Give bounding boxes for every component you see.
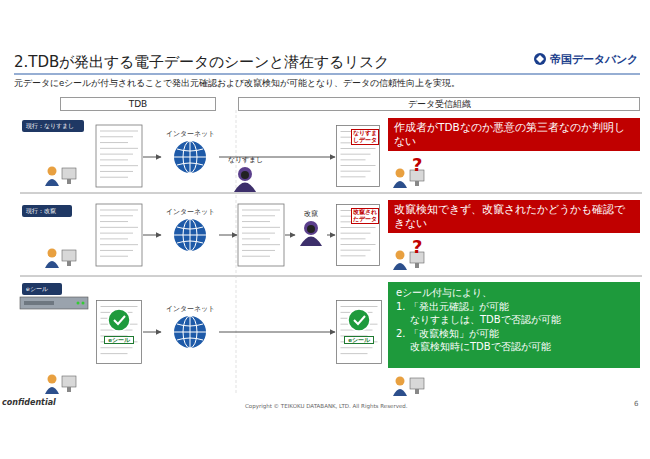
sealed-document: eシール [336, 300, 382, 364]
flow-arrow [285, 235, 295, 236]
node-text: 現行：なりすまし [26, 122, 80, 129]
node-text: 作成者がTDBなのか悪意の第三者なのか判明しない [394, 121, 634, 148]
node-text: インターネット [162, 130, 218, 139]
node-text: インターネット [162, 305, 218, 314]
node-text: eシール [26, 285, 58, 292]
globe-icon [162, 314, 218, 350]
node-text: 改竄検知時にTDBで否認が可能 [396, 340, 632, 354]
node-text: eシール付与により、 [396, 286, 632, 300]
subtitle: 元データにeシールが付与されることで発出元確認および改竄検知が可能となり、データ… [14, 78, 460, 90]
document-icon [97, 301, 142, 364]
attacker-figure: 改竄 [296, 210, 326, 250]
node-text: TDB [61, 98, 215, 110]
internet-globe: インターネット [162, 208, 218, 254]
scene-tag: eシール [22, 283, 62, 295]
node-text: 1. 「発出元確認」が可能 [396, 300, 632, 314]
stamp-text: eシール [344, 336, 374, 344]
document-icon [96, 125, 142, 187]
column-header: データ受信組織 [238, 97, 640, 111]
flow-arrow [143, 235, 161, 236]
flow-arrow [143, 157, 161, 158]
node-text: 現行：改竄 [26, 207, 68, 214]
copyright: Copyright © TEIKOKU DATABANK, LTD. All R… [245, 403, 408, 409]
server-icon [20, 297, 88, 309]
node-text: 改竄 [296, 210, 326, 219]
globe-icon [162, 217, 218, 253]
question-mark: ? [412, 236, 422, 257]
flow-connector [143, 332, 161, 333]
node-text: 2. 「改竄検知」が可能 [396, 327, 632, 341]
scene-tag: 現行：なりすまし [22, 120, 84, 132]
document-icon [337, 205, 380, 266]
tampered-document: 改竄されたデータ [336, 204, 380, 266]
node-text: データ受信組織 [239, 98, 639, 110]
row-separator [20, 276, 642, 277]
attacker-icon [296, 219, 326, 246]
column-header: TDB [60, 97, 216, 111]
person-icon [393, 377, 424, 397]
logo-text: 帝国データバンク [550, 52, 638, 67]
stamp-text: 改竄されたデータ [351, 208, 379, 224]
risk-callout: 改竄検知できず、改竄されたかどうかも確認できない [388, 200, 640, 233]
row-separator [20, 193, 642, 194]
confidential-mark: confidential [2, 398, 56, 407]
flow-connector [327, 235, 335, 236]
globe-icon [162, 139, 218, 175]
attacker-icon [230, 165, 260, 192]
flow-connector [219, 332, 335, 333]
stamp-text: なりすましデータ [351, 129, 379, 145]
person-icon [45, 249, 76, 269]
scene-tag: 現行：改竄 [22, 205, 72, 217]
node-text: 改竄検知できず、改竄されたかどうかも確認できない [394, 203, 634, 230]
page-title: 2.TDBが発出する電子データのシーンと潜在するリスク [14, 53, 389, 72]
flow-arrow [219, 235, 237, 236]
document-icon [96, 300, 142, 364]
node-text: インターネット [162, 208, 218, 217]
node-text: なりすまし [222, 156, 268, 165]
benefit-callout: eシール付与により、1. 「発出元確認」が可能なりすましは、TDBで否認が可能2… [388, 282, 640, 368]
internet-globe: インターネット [162, 130, 218, 176]
person-icon [45, 167, 76, 187]
page-number: 6 [634, 400, 638, 408]
stamp-text: eシール [104, 336, 134, 344]
attacker-figure: なりすまし [222, 156, 268, 192]
document-icon [336, 300, 382, 364]
risk-callout: 作成者がTDBなのか悪意の第三者なのか判明しない [388, 118, 640, 151]
column-separator [236, 110, 237, 395]
title-rule [14, 73, 640, 74]
question-mark: ? [412, 154, 422, 175]
document-icon [337, 301, 382, 364]
document-icon [238, 204, 284, 266]
spoofed-document: なりすましデータ [336, 125, 380, 187]
document-icon [337, 126, 380, 187]
logo-icon [534, 53, 546, 65]
sealed-document: eシール [96, 300, 142, 364]
document-icon [96, 204, 142, 266]
node-text: なりすましは、TDBで否認が可能 [396, 313, 632, 327]
internet-globe: インターネット [162, 305, 218, 351]
person-icon [45, 375, 76, 395]
